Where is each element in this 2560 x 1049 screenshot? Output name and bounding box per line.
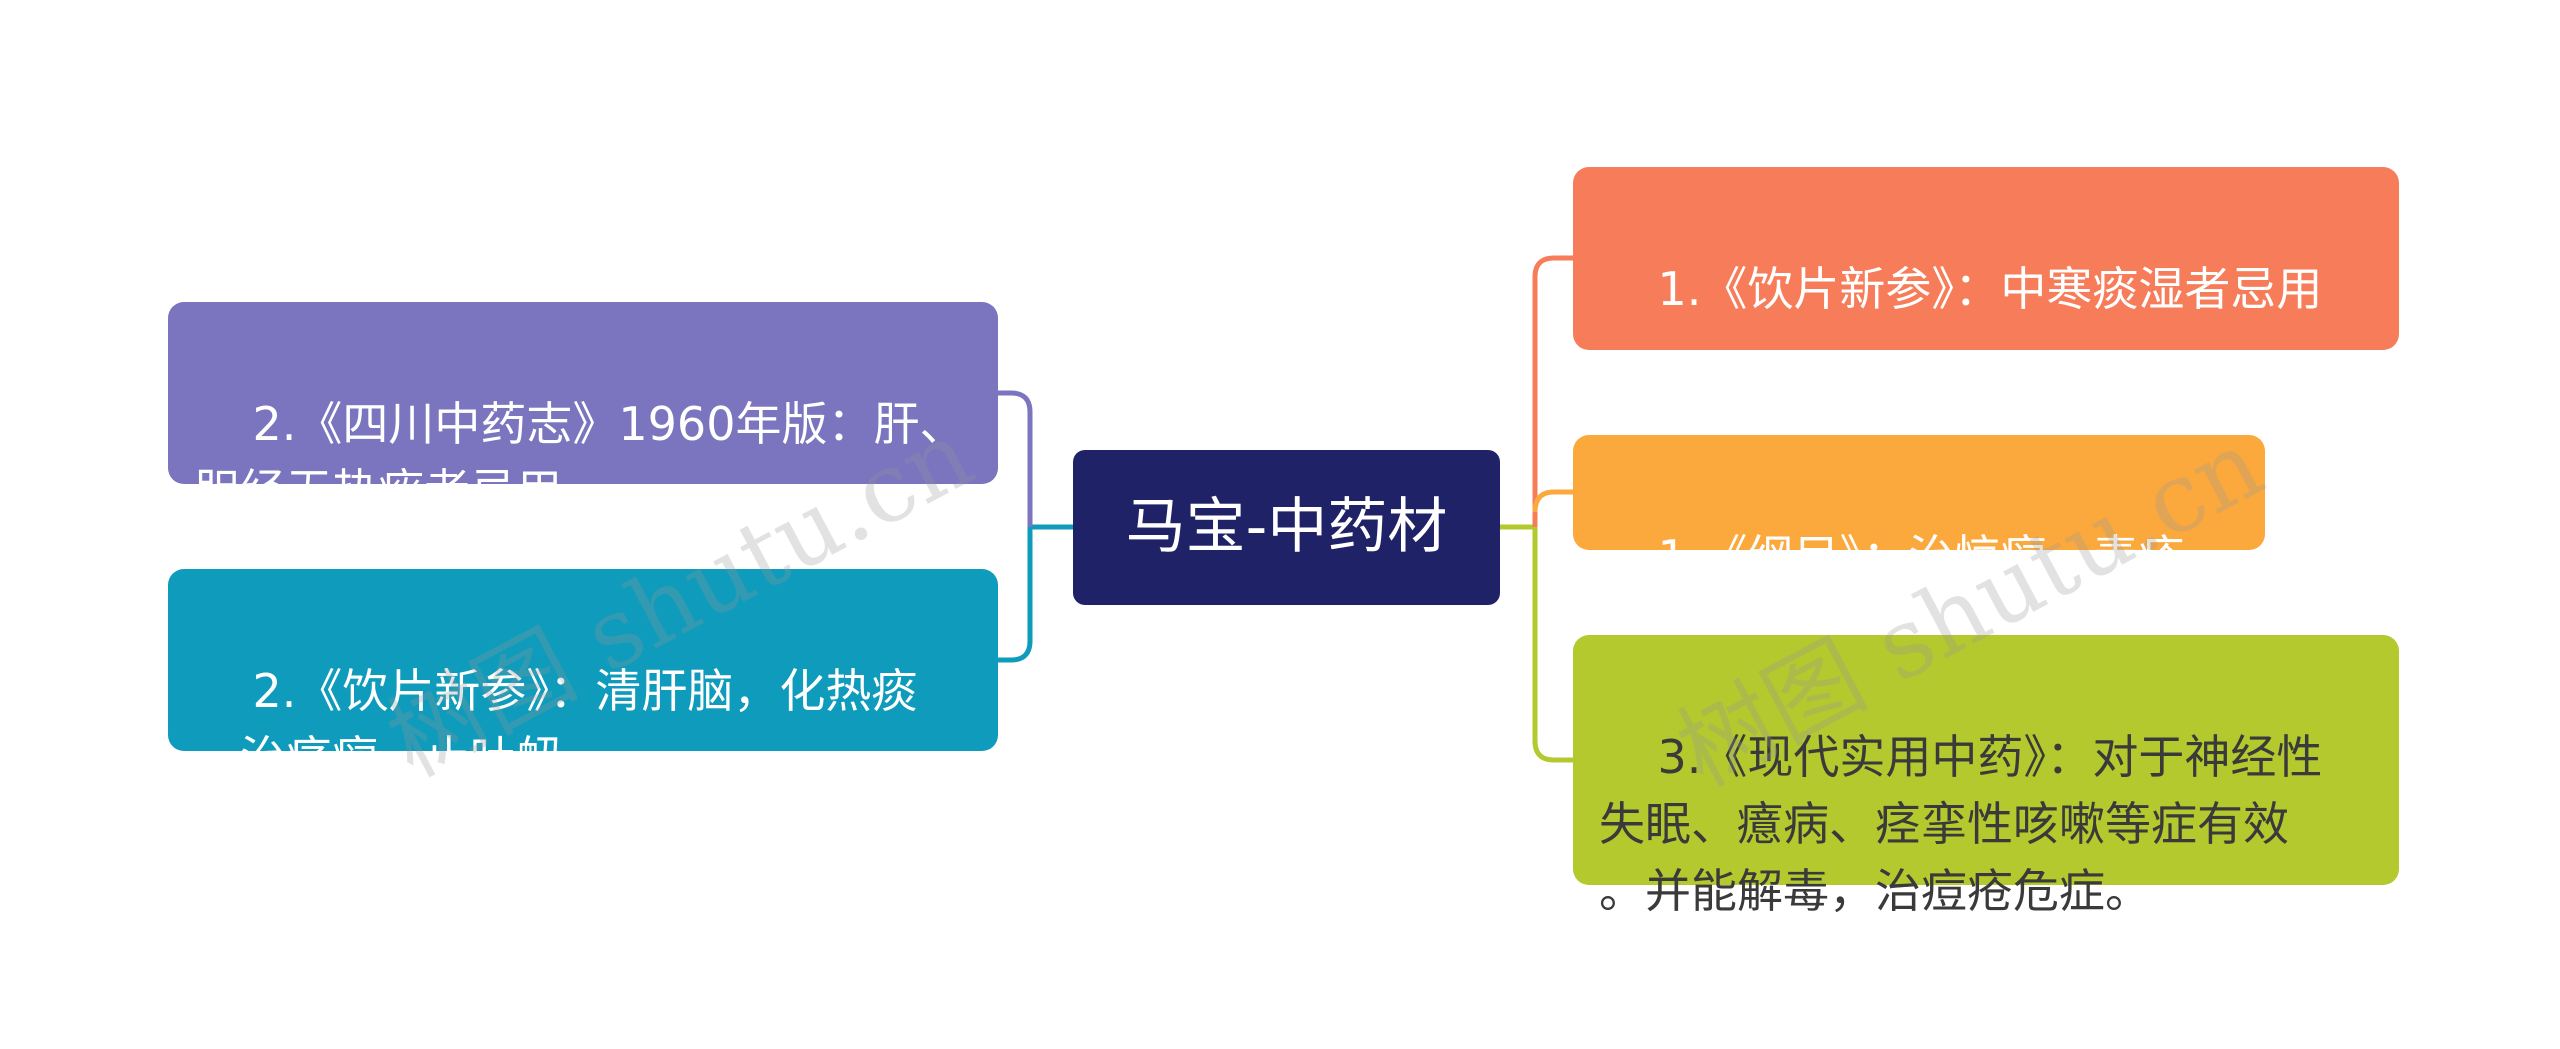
connector-right-3 bbox=[1532, 527, 1573, 763]
topic-right-gangmu[interactable]: 1.《纲目》：治惊痫、毒疮。 bbox=[1573, 435, 2265, 584]
topic-text: 1.《纲目》：治惊痫、毒疮。 bbox=[1657, 530, 2231, 584]
central-topic[interactable]: 马宝-中药材 bbox=[1073, 450, 1500, 605]
central-topic-label: 马宝-中药材 bbox=[1125, 492, 1448, 562]
connector-left-2 bbox=[998, 527, 1033, 663]
topic-right-modern[interactable]: 3.《现代实用中药》：对于神经性 失眠、癔病、痉挛性咳嗽等症有效 。并能解毒，治… bbox=[1573, 635, 2399, 918]
connector-left-1 bbox=[998, 390, 1033, 527]
connector-right-1 bbox=[1532, 255, 1573, 527]
topic-text: 1.《饮片新参》：中寒痰湿者忌用 。 bbox=[1599, 262, 2323, 383]
topic-text: 2.《四川中药志》1960年版：肝、 胆经无热痰者忌用。 bbox=[194, 397, 966, 518]
topic-left-yinpian-effects[interactable]: 2.《饮片新参》：清肝脑，化热痰 ，治痉痫，止吐衄。 bbox=[168, 569, 998, 785]
topic-text: 3.《现代实用中药》：对于神经性 失眠、癔病、痉挛性咳嗽等症有效 。并能解毒，治… bbox=[1599, 730, 2323, 918]
topic-text: 2.《饮片新参》：清肝脑，化热痰 ，治痉痫，止吐衄。 bbox=[194, 664, 918, 785]
topic-left-sichuan[interactable]: 2.《四川中药志》1960年版：肝、 胆经无热痰者忌用。 bbox=[168, 302, 998, 518]
topic-right-yinpian-contraindication[interactable]: 1.《饮片新参》：中寒痰湿者忌用 。 bbox=[1573, 167, 2399, 383]
connector-right-2 bbox=[1532, 489, 1573, 513]
